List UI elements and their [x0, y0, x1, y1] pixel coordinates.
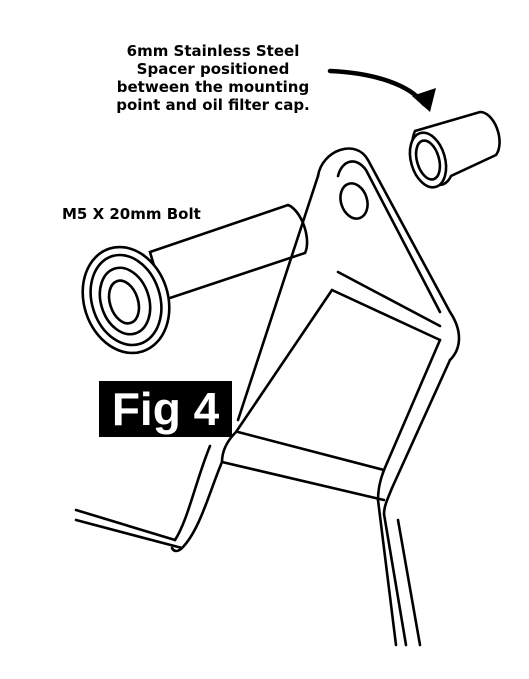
spacer-callout-line-4: point and oil filter cap. [116, 96, 310, 114]
spacer-ring-icon [408, 110, 501, 189]
bolt-icon [81, 203, 309, 355]
curved-arrow-icon [327, 68, 436, 112]
spacer-callout: 6mm Stainless Steel Spacer positioned be… [88, 42, 338, 114]
spacer-callout-line-1: 6mm Stainless Steel [126, 42, 300, 60]
bracket-icon [74, 147, 461, 647]
bolt-callout: M5 X 20mm Bolt [62, 205, 201, 223]
spacer-callout-line-3: between the mounting [116, 78, 310, 96]
spacer-callout-line-2: Spacer positioned [136, 60, 290, 78]
figure-label: Fig 4 [99, 381, 232, 437]
